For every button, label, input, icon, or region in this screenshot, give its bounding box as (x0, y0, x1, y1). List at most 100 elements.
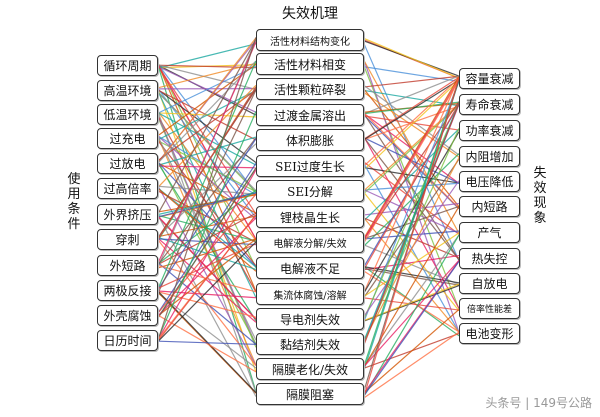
phenomenon-node: 内短路 (459, 196, 520, 217)
connection-line (363, 158, 460, 298)
connection-line (157, 340, 257, 345)
phenomenon-node: 自放电 (459, 273, 520, 294)
connection-line (157, 41, 257, 264)
phenomenon-node: 倍率性能差 (459, 298, 520, 319)
connection-line (363, 76, 460, 239)
connection-line (157, 86, 257, 240)
connection-line (363, 75, 460, 115)
mechanism-node: 体积膨胀 (256, 129, 364, 151)
mechanism-node: 电解液分解/失效 (256, 231, 364, 253)
connection-line (157, 135, 257, 220)
connection-line (363, 77, 460, 397)
connection-line (157, 214, 257, 342)
connection-line (157, 92, 257, 192)
watermark: 头条号 | 149号公路 (485, 396, 592, 410)
connection-line (157, 60, 257, 290)
connection-line (157, 194, 257, 213)
connection-line (157, 241, 257, 342)
connection-line (157, 136, 257, 366)
connection-line (157, 39, 257, 215)
connection-line (363, 77, 460, 167)
mechanism-node: 导电剂失效 (256, 308, 364, 330)
connection-line (157, 63, 257, 194)
connection-line (157, 169, 257, 340)
connection-line (363, 79, 460, 171)
condition-node: 过充电 (97, 128, 158, 149)
connection-line (157, 188, 257, 272)
condition-node: 日历时间 (97, 330, 158, 351)
connection-line (157, 138, 257, 290)
condition-node: 过放电 (97, 153, 158, 174)
connection-line (363, 284, 460, 322)
condition-node: 低温环境 (97, 104, 158, 125)
connection-line (363, 308, 460, 394)
connection-line (363, 261, 460, 396)
mechanism-node: 隔膜老化/失效 (256, 358, 364, 380)
connection-line (363, 43, 460, 261)
condition-node: 穿刺 (97, 229, 158, 250)
right-axis-label: 失效现象 (533, 166, 547, 226)
mechanism-node: 活性材料相变 (256, 53, 364, 75)
connection-line (157, 111, 257, 340)
connection-line (157, 217, 257, 317)
phenomenon-node: 电池变形 (459, 323, 520, 344)
connection-line (157, 89, 257, 294)
condition-node: 过高倍率 (97, 178, 158, 199)
connection-line (157, 112, 257, 166)
connection-line (363, 157, 460, 342)
connection-line (157, 65, 257, 215)
connection-line (157, 291, 257, 318)
connection-line (363, 283, 460, 322)
connection-line (363, 103, 460, 192)
connection-line (363, 79, 460, 141)
connection-line (363, 331, 460, 399)
left-axis-label: 使用条件 (67, 172, 81, 232)
connection-line (363, 232, 460, 298)
phenomenon-node: 产气 (459, 222, 520, 243)
mechanism-node: 集流体腐蚀/溶解 (256, 283, 364, 305)
connection-line (363, 75, 460, 88)
mechanism-node: SEI分解 (256, 180, 364, 202)
condition-node: 高温环境 (97, 80, 158, 101)
connection-line (363, 79, 460, 367)
connection-line (363, 76, 460, 140)
condition-node: 循环周期 (97, 55, 158, 76)
connection-line (157, 43, 257, 69)
connection-line (363, 81, 460, 322)
mechanism-node: 活性颗粒碎裂 (256, 78, 364, 100)
connection-line (363, 37, 460, 79)
mechanism-node: 隔膜阻塞 (256, 383, 364, 405)
connection-line (157, 65, 257, 114)
diagram-title: 失效机理 (282, 6, 338, 22)
mechanism-node: 电解液不足 (256, 257, 364, 279)
mechanism-node: 锂枝晶生长 (256, 206, 364, 228)
phenomenon-node: 功率衰减 (459, 120, 520, 141)
mechanism-node: 活性材料结构变化 (256, 29, 364, 51)
phenomenon-node: 电压降低 (459, 171, 520, 192)
connection-line (363, 259, 460, 367)
mechanism-node: 黏结剂失效 (256, 333, 364, 355)
connection-line (157, 84, 257, 188)
connection-line (363, 66, 460, 83)
connection-line (157, 292, 257, 369)
mechanism-node: 过渡金属溶出 (256, 104, 364, 126)
phenomenon-node: 容量衰减 (459, 68, 520, 89)
condition-node: 外短路 (97, 255, 158, 276)
connection-line (363, 234, 460, 397)
connection-line (157, 62, 257, 89)
connection-line (363, 103, 460, 319)
phenomenon-node: 寿命衰减 (459, 94, 520, 115)
connection-line (363, 266, 460, 284)
connection-line (157, 215, 257, 397)
connection-line (157, 64, 257, 90)
condition-node: 外壳腐蚀 (97, 305, 158, 326)
connection-line (363, 79, 460, 243)
phenomenon-node: 热失控 (459, 248, 520, 269)
connection-line (363, 77, 460, 293)
connection-line (157, 290, 257, 394)
condition-node: 两极反接 (97, 280, 158, 301)
phenomenon-node: 内阻增加 (459, 146, 520, 167)
connection-line (157, 165, 257, 169)
